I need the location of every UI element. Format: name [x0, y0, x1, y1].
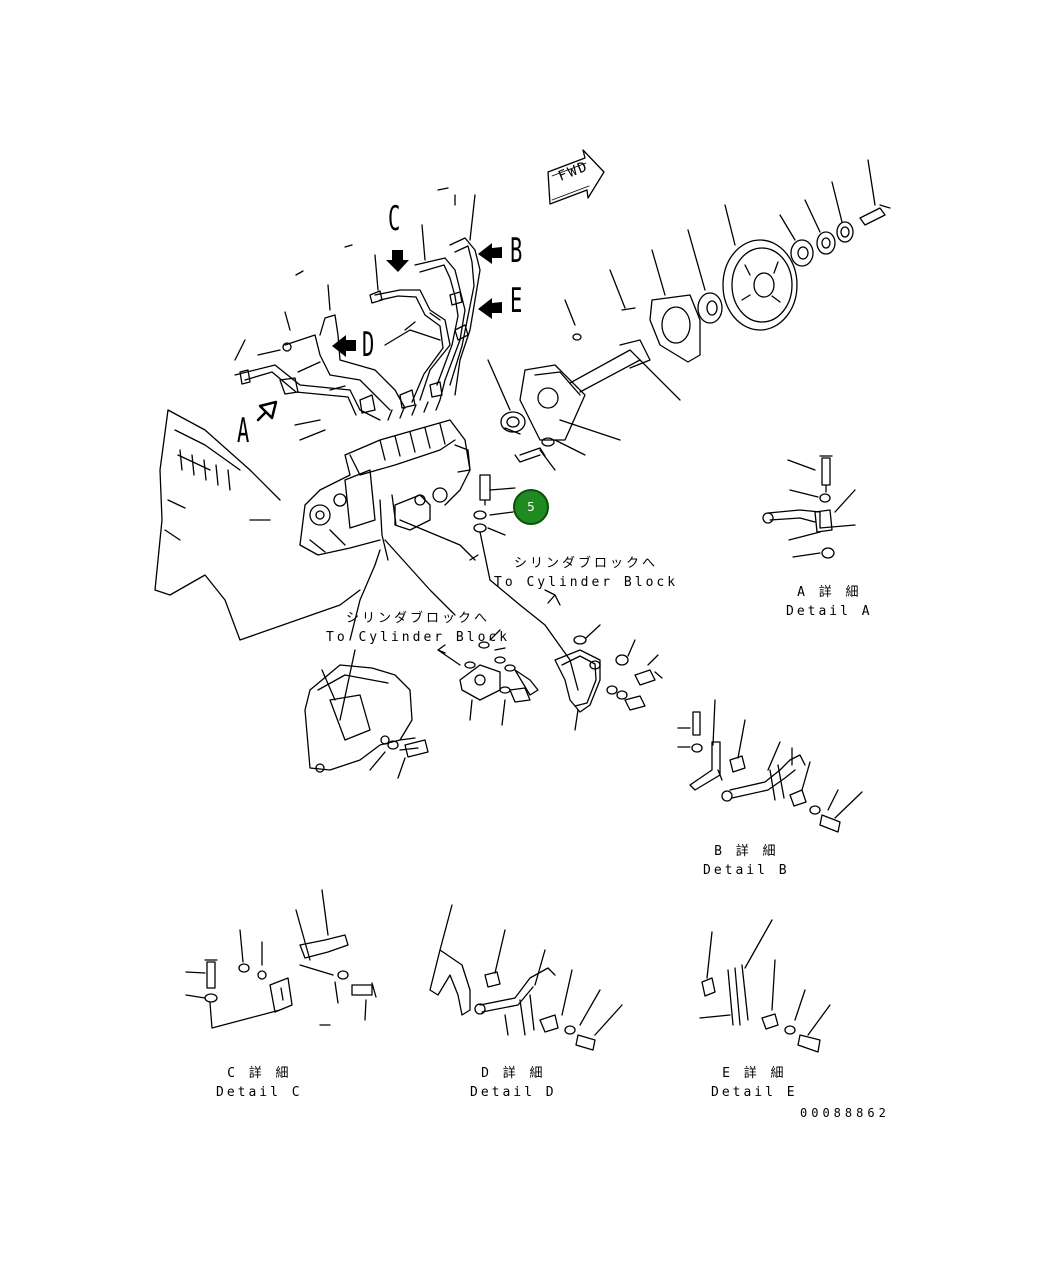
cylinder-block-label-en: To Cylinder Block: [326, 630, 511, 645]
callout-marker-5[interactable]: 5: [513, 489, 549, 525]
detail-c-drawing: [185, 889, 377, 1029]
cylinder-block-label-ja: シリンダブロックへ: [346, 611, 491, 626]
view-letter-a: A: [237, 411, 250, 451]
detail-e-caption: E 詳 細 Detail E: [711, 1064, 798, 1102]
view-letter-d: D: [362, 325, 375, 365]
return-pipe-assembly: [554, 624, 663, 731]
cylinder-block-label-left: シリンダブロックへ To Cylinder Block: [326, 609, 510, 647]
cylinder-block-label-ja: シリンダブロックへ: [514, 556, 659, 571]
view-arrows: [256, 243, 502, 422]
detail-d-en: Detail D: [470, 1085, 557, 1100]
detail-a-caption: A 詳 細 Detail A: [786, 583, 873, 621]
view-letter-b: B: [510, 231, 523, 271]
detail-d-caption: D 詳 細 Detail D: [470, 1064, 557, 1102]
center-hardware: [399, 437, 586, 691]
detail-a-drawing: [762, 455, 856, 559]
detail-b-drawing: [677, 699, 863, 833]
view-letter-e: E: [510, 281, 523, 321]
engine-block: [154, 244, 441, 641]
detail-e-en: Detail E: [711, 1085, 798, 1100]
detail-c-en: Detail C: [216, 1085, 303, 1100]
small-bracket-group: [437, 629, 539, 726]
leader-lines: [234, 187, 476, 361]
detail-b-caption: B 詳 細 Detail B: [703, 842, 790, 880]
callout-marker-number: 5: [527, 500, 535, 514]
detail-e-drawing: [699, 919, 831, 1053]
fwd-arrow-icon: [547, 149, 605, 205]
detail-d-ja: D 詳 細: [481, 1066, 546, 1081]
cylinder-block-label-en: To Cylinder Block: [494, 575, 679, 590]
drawing-number: 00088862: [800, 1106, 890, 1120]
cylinder-block-label-right: シリンダブロックへ To Cylinder Block: [494, 554, 678, 592]
detail-e-ja: E 詳 細: [722, 1066, 787, 1081]
injection-pipes: [234, 237, 481, 421]
pump-mounting-bracket: [304, 539, 456, 779]
detail-b-ja: B 詳 細: [714, 844, 779, 859]
detail-c-ja: C 詳 細: [227, 1066, 292, 1081]
view-letter-c: C: [388, 199, 401, 239]
detail-c-caption: C 詳 細 Detail C: [216, 1064, 303, 1102]
detail-d-drawing: [429, 904, 623, 1051]
detail-b-en: Detail B: [703, 863, 790, 878]
injection-pump: [299, 419, 471, 561]
detail-a-ja: A 詳 細: [797, 585, 862, 600]
detail-a-en: Detail A: [786, 604, 873, 619]
timing-gear-assembly: [487, 159, 891, 441]
